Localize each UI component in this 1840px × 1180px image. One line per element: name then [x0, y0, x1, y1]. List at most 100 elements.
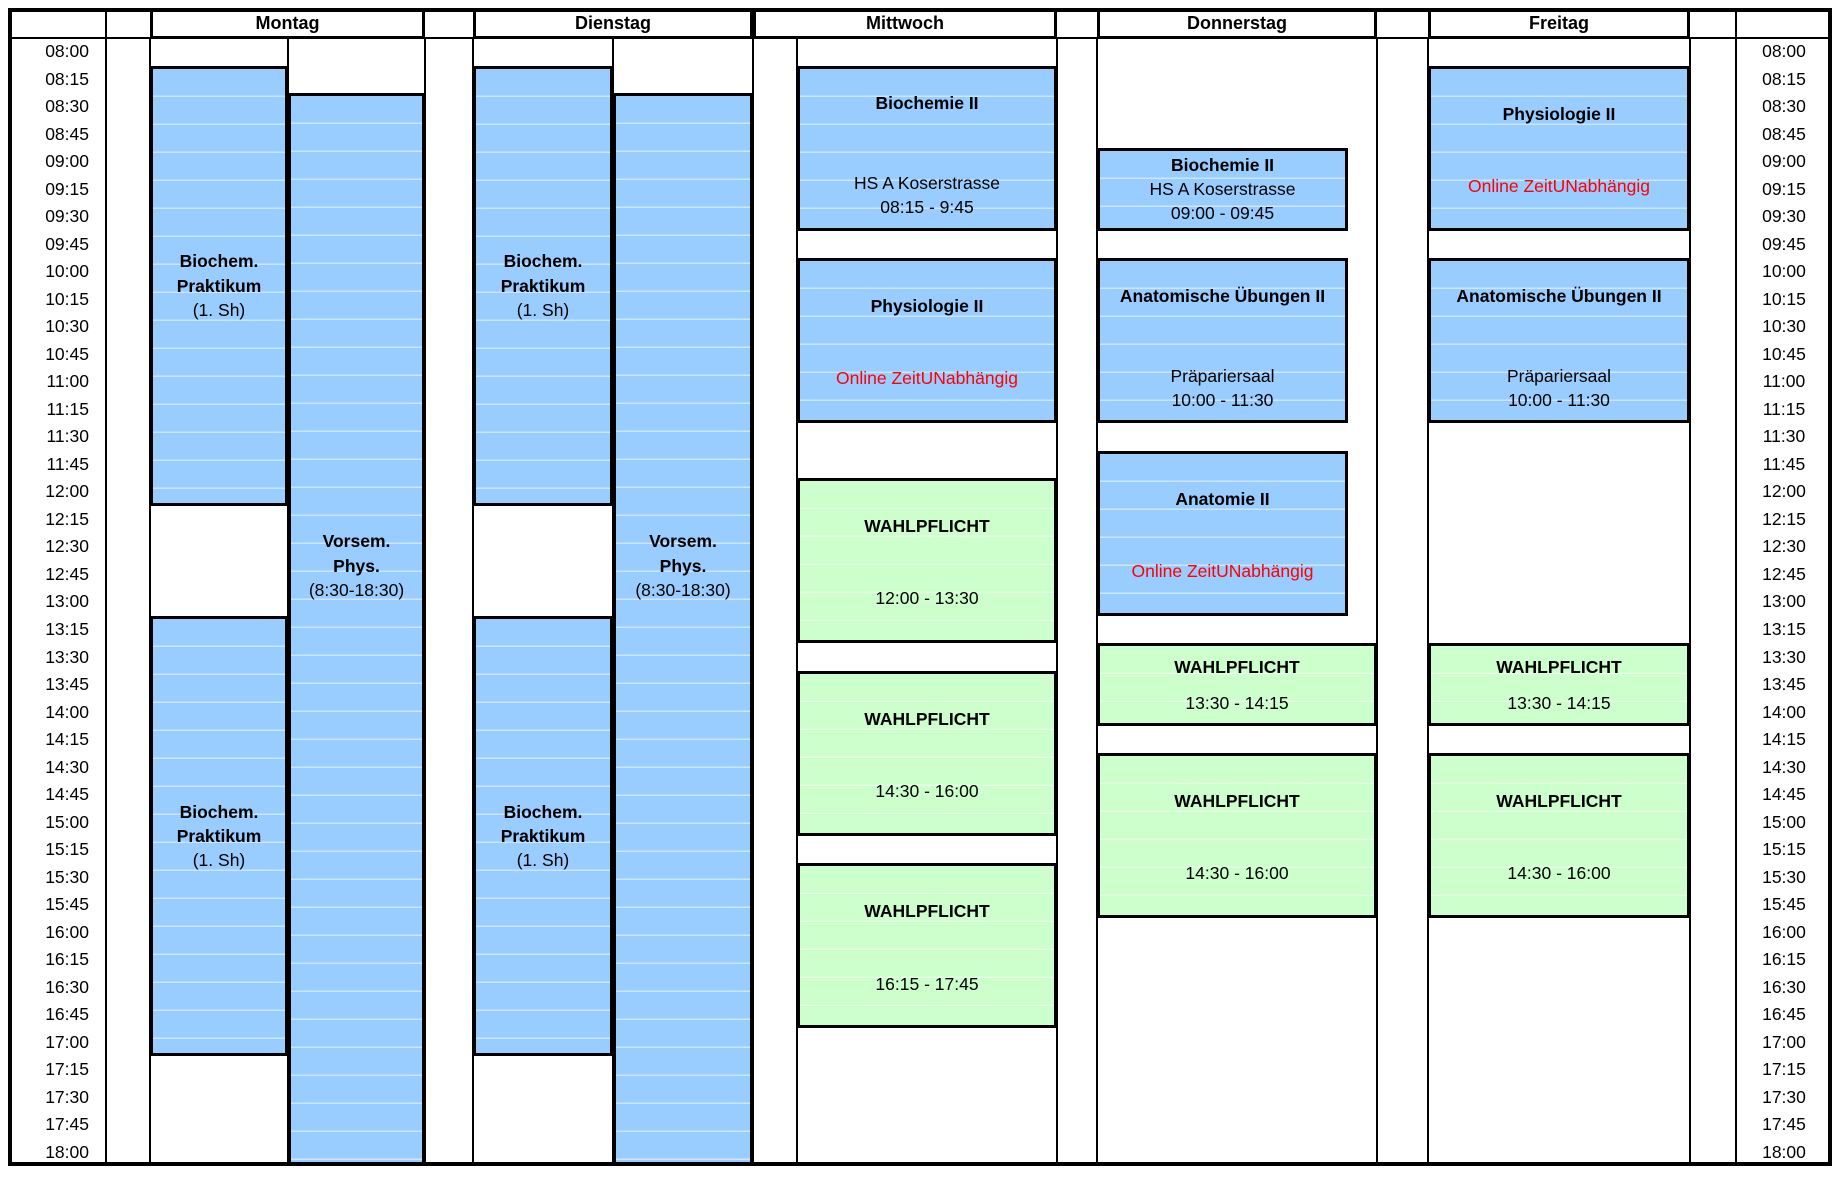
time-label-right: 11:00: [1762, 371, 1806, 392]
event-text-line: 12:00 - 13:30: [875, 588, 979, 609]
spacer: [1100, 886, 1374, 916]
time-label-left: 15:45: [45, 894, 89, 915]
time-label-left: 18:00: [45, 1141, 89, 1162]
column-rule: [1376, 38, 1378, 1166]
time-label-right: 16:15: [1762, 949, 1806, 970]
time-label-right: 12:30: [1762, 536, 1806, 557]
column-rule: [424, 38, 426, 1166]
spacer: [1100, 646, 1374, 654]
column-rule: [1689, 38, 1691, 1166]
event-montag-biochem-praktikum-2: Biochem.Praktikum(1. Sh): [150, 615, 288, 1056]
time-label-left: 11:30: [46, 426, 90, 447]
event-text-line: Phys.: [659, 555, 707, 576]
spacer: [1100, 583, 1345, 613]
event-montag-biochem-praktikum-1: Biochem.Praktikum(1. Sh): [150, 65, 288, 506]
time-label-right: 14:45: [1762, 784, 1806, 805]
event-text-line: Biochem.: [503, 801, 583, 822]
spacer: [800, 674, 1054, 707]
time-label-left: 09:00: [45, 151, 89, 172]
day-header-dienstag: Dienstag: [473, 8, 753, 39]
time-label-right: 17:30: [1762, 1086, 1806, 1107]
time-label-right: 08:45: [1762, 123, 1806, 144]
time-label-left: 12:30: [45, 536, 89, 557]
event-text-line: Anatomie II: [1175, 488, 1270, 509]
spacer: [1431, 646, 1687, 654]
time-label-left: 14:00: [45, 701, 89, 722]
time-label-left: 13:00: [45, 591, 89, 612]
time-label-left: 14:15: [45, 729, 89, 750]
spacer: [1100, 261, 1345, 284]
spacer: [800, 610, 1054, 640]
spacer: [1431, 814, 1687, 862]
column-rule: [1735, 8, 1737, 1166]
spacer: [1100, 308, 1345, 364]
time-label-right: 11:15: [1762, 398, 1806, 419]
spacer: [1431, 886, 1687, 916]
time-label-right: 16:30: [1762, 976, 1806, 997]
day-header-label: Montag: [255, 13, 320, 33]
event-text-line: Online ZeitUNabhängig: [1131, 560, 1314, 581]
spacer: [1431, 308, 1687, 364]
event-text-line: (1. Sh): [192, 849, 246, 870]
event-text-line: Präpariersaal: [1170, 365, 1275, 386]
time-label-left: 10:30: [45, 316, 89, 337]
time-label-right: 08:00: [1762, 41, 1806, 62]
time-label-left: 08:30: [45, 96, 89, 117]
time-label-right: 18:00: [1762, 1141, 1806, 1162]
spacer: [800, 481, 1054, 514]
event-text-line: 14:30 - 16:00: [1507, 863, 1611, 884]
spacer: [800, 866, 1054, 899]
event-text-line: Biochem.: [179, 801, 259, 822]
event-text-line: WAHLPFLICHT: [864, 901, 990, 922]
event-montag-vorsem-phys: Vorsem.Phys.(8:30-18:30): [288, 93, 425, 1166]
event-text-line: Physiologie II: [1502, 103, 1616, 124]
time-label-left: 09:45: [45, 233, 89, 254]
event-text-line: WAHLPFLICHT: [864, 708, 990, 729]
time-label-left: 16:45: [45, 1004, 89, 1025]
spacer: [1431, 679, 1687, 691]
event-text-line: Praktikum: [176, 275, 262, 296]
time-label-left: 09:30: [45, 206, 89, 227]
event-donnerstag-anatomie2: Anatomie II Online ZeitUNabhängig: [1097, 450, 1348, 616]
day-header-freitag: Freitag: [1428, 8, 1690, 39]
event-dienstag-biochem-praktikum-1: Biochem.Praktikum(1. Sh): [473, 65, 613, 506]
event-text-line: WAHLPFLICHT: [1174, 791, 1300, 812]
time-label-right: 13:15: [1762, 619, 1806, 639]
column-rule: [1427, 38, 1429, 1166]
day-header-label: Freitag: [1528, 13, 1589, 33]
spacer: [1100, 511, 1345, 559]
time-label-left: 11:15: [46, 398, 90, 419]
spacer: [1431, 198, 1687, 228]
event-text-line: (8:30-18:30): [308, 579, 405, 600]
time-label-left: 14:30: [45, 756, 89, 777]
event-text-line: WAHLPFLICHT: [1496, 791, 1622, 812]
time-label-right: 11:45: [1762, 453, 1806, 474]
time-label-left: 17:30: [45, 1086, 89, 1107]
time-label-left: 15:15: [45, 839, 89, 860]
time-label-right: 08:30: [1762, 96, 1806, 117]
event-text-line: 08:15 - 9:45: [880, 197, 974, 218]
column-rule: [752, 38, 754, 1166]
time-label-right: 14:00: [1762, 701, 1806, 722]
spacer: [1431, 756, 1687, 789]
time-label-right: 13:30: [1762, 646, 1806, 667]
time-label-right: 12:00: [1762, 481, 1806, 502]
event-text-line: HS A Koserstrasse: [1149, 179, 1296, 200]
spacer: [800, 115, 1054, 171]
time-label-left: 09:15: [45, 178, 89, 199]
spacer: [1100, 756, 1374, 789]
spacer: [1100, 679, 1374, 691]
event-text-line: WAHLPFLICHT: [1496, 656, 1622, 677]
spacer: [800, 803, 1054, 833]
time-label-left: 13:30: [45, 646, 89, 667]
day-header-mittwoch: Mittwoch: [753, 8, 1057, 39]
event-text-line: Online ZeitUNabhängig: [1468, 175, 1650, 196]
spacer: [800, 996, 1054, 1026]
time-label-right: 09:15: [1762, 178, 1806, 199]
time-label-right: 12:15: [1762, 508, 1806, 529]
time-label-right: 17:45: [1762, 1114, 1806, 1135]
